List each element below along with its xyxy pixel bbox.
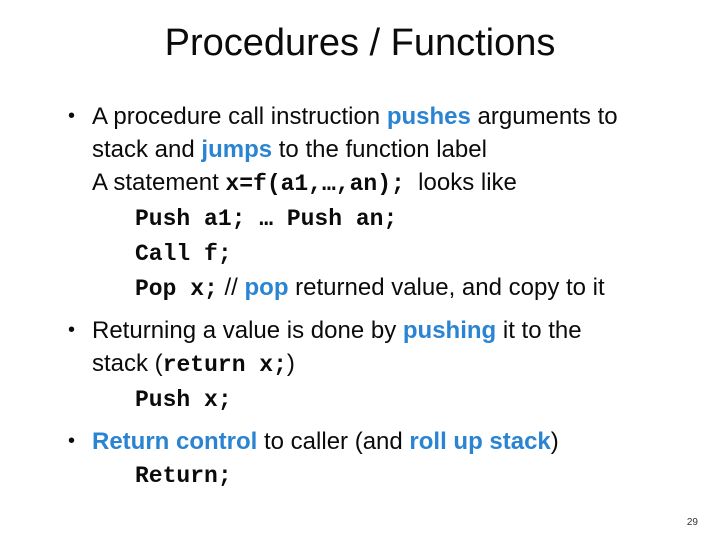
text-line: A procedure call instruction pushes argu…	[92, 100, 700, 133]
bullet-paragraph: • Returning a value is done by pushing it…	[68, 314, 700, 417]
text-run: )	[550, 428, 559, 455]
bullet-paragraph: • Return control to caller (and roll up s…	[68, 425, 700, 493]
text-run: returned value, and copy to it	[288, 274, 605, 301]
code-line: Pop x; // pop returned value, and copy t…	[92, 271, 700, 306]
paragraph-lines: A procedure call instruction pushes argu…	[92, 100, 700, 306]
text-run: stack (	[92, 350, 163, 377]
paragraph-lines: Return control to caller (and roll up st…	[92, 425, 700, 493]
accent-text-run: pushes	[386, 103, 471, 130]
code-run: Push a1; … Push an;	[135, 206, 398, 232]
text-line: A statement x=f(a1,…,an); looks like	[92, 166, 700, 201]
text-line: Returning a value is done by pushing it …	[92, 314, 700, 347]
text-run: A statement	[92, 169, 226, 196]
bullet-marker: •	[68, 319, 76, 341]
code-run: x=f(a1,…,an);	[225, 171, 405, 197]
bullet-paragraph: • A procedure call instruction pushes arg…	[68, 100, 700, 306]
accent-text-run: Return control	[92, 428, 258, 455]
text-run: stack and	[92, 136, 202, 163]
slide-body: • A procedure call instruction pushes arg…	[68, 100, 700, 493]
text-run: A procedure call instruction	[92, 103, 387, 130]
code-run: Return;	[135, 463, 232, 489]
text-run: arguments to	[470, 103, 618, 130]
accent-text-run: jumps	[201, 136, 273, 163]
page-number: 29	[686, 517, 698, 528]
code-line: Push a1; … Push an;	[92, 201, 700, 236]
code-line: Call f;	[92, 236, 700, 271]
code-run: return x;	[162, 352, 287, 378]
accent-text-run: roll up stack	[409, 428, 551, 455]
code-run: Call f;	[135, 241, 232, 267]
code-run: Pop x;	[135, 276, 218, 302]
text-line: stack and jumps to the function label	[92, 133, 700, 166]
text-run: Returning a value is done by	[92, 317, 403, 344]
text-run: to caller (and	[257, 428, 410, 455]
bullet-marker: •	[68, 105, 76, 127]
text-run: to the function label	[272, 136, 487, 163]
paragraph-lines: Returning a value is done by pushing it …	[92, 314, 700, 417]
code-line: Push x;	[92, 382, 700, 417]
bullet-marker: •	[68, 430, 76, 452]
code-line: Return;	[92, 458, 700, 493]
code-run: Push x;	[135, 387, 232, 413]
accent-text-run: pushing	[402, 317, 497, 344]
slide-title: Procedures / Functions	[164, 22, 556, 64]
text-run: //	[217, 274, 245, 301]
text-line: stack (return x;)	[92, 347, 700, 382]
text-run: )	[286, 350, 295, 377]
text-run: looks like	[404, 169, 517, 196]
text-run: it to the	[496, 317, 582, 344]
accent-text-run: pop	[244, 274, 289, 301]
text-line: Return control to caller (and roll up st…	[92, 425, 700, 458]
